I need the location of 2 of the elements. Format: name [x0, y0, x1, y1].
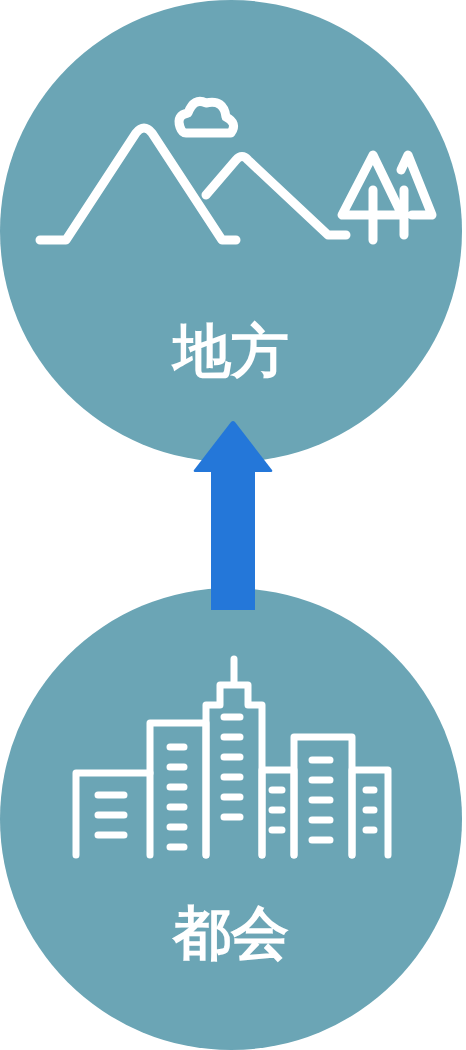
node-label: 都会 [173, 900, 289, 966]
node-label: 地方 [173, 318, 289, 384]
